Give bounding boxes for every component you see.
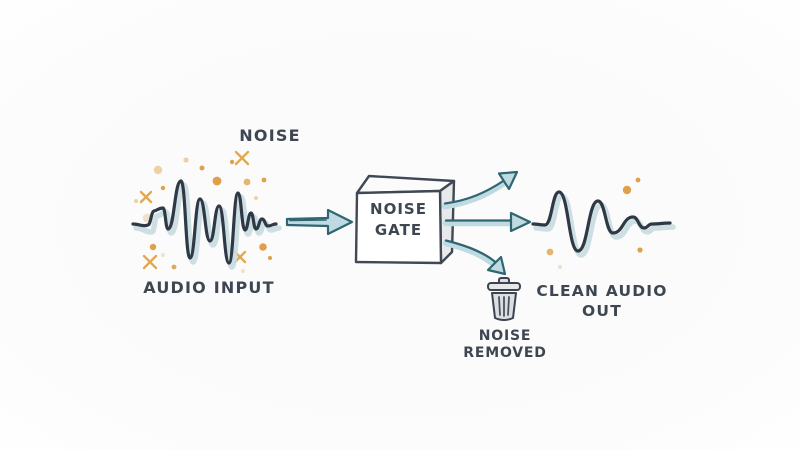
clean-audio-out-label-line2: OUT (582, 302, 622, 320)
clean-audio-waveform-icon (531, 190, 676, 258)
trash-icon (487, 277, 521, 321)
audio-input-label: AUDIO INPUT (143, 278, 275, 297)
clean-audio-out-label: CLEAN AUDIO OUT (531, 281, 673, 321)
noise-removed-label: NOISE REMOVED (453, 328, 557, 362)
clean-audio-out-label-line1: CLEAN AUDIO (536, 282, 668, 300)
waveform-shadow (533, 193, 676, 258)
noise-removed-label-line2: REMOVED (463, 345, 547, 361)
noise-gate-label-line2: GATE (374, 221, 423, 239)
output-arrow-trash-icon (442, 239, 507, 276)
noise-removed-label-line1: NOISE (478, 328, 532, 344)
noise-specks-input-icon (134, 150, 272, 273)
output-arrow-middle-icon (442, 211, 532, 233)
audio-input-waveform-icon (131, 179, 282, 270)
noise-label: NOISE (239, 126, 301, 145)
noise-specks-output-icon (546, 177, 643, 270)
noise-gate-label-line1: NOISE (370, 200, 427, 218)
input-arrow-icon (285, 208, 354, 236)
noise-gate-label: NOISE GATE (356, 199, 441, 241)
output-arrow-top-icon (441, 170, 519, 210)
